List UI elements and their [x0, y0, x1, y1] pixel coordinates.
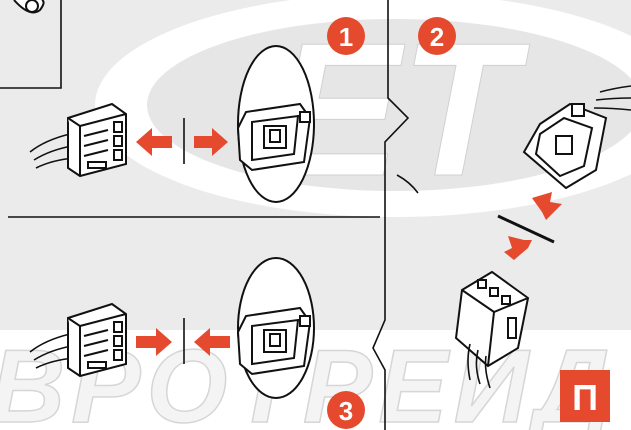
plug-connector [67, 102, 127, 178]
plug-connector-bottom [454, 270, 530, 368]
step-3-badge: 3 [327, 391, 365, 429]
panel-1 [29, 45, 315, 203]
screw-icon [13, 0, 45, 14]
break-mark [396, 174, 419, 194]
socket-connector [236, 102, 312, 172]
brand-badge-letter: П [572, 377, 598, 418]
svg-text:2: 2 [430, 22, 444, 52]
socket-wires [593, 85, 631, 111]
plug-connector [67, 302, 127, 378]
step-2-badge: 2 [418, 17, 456, 55]
svg-text:3: 3 [339, 396, 353, 426]
watermark-monogram: ET [274, 4, 531, 216]
arrow-right-inward [136, 328, 172, 356]
panel-2 [454, 85, 631, 389]
mating-line [497, 214, 555, 244]
arrow-down [532, 192, 562, 220]
panel-3 [29, 257, 315, 399]
brand-badge: П [560, 370, 610, 422]
brand-badge-box [560, 370, 610, 422]
socket-connector [236, 306, 312, 376]
socket-connector-top [522, 102, 608, 190]
detail-inset-frame [0, 0, 62, 89]
arrow-up [504, 236, 532, 260]
step-1-badge: 1 [327, 17, 365, 55]
arrow-left-inward [194, 328, 230, 356]
vertical-divider [372, 0, 410, 430]
panel-dividers [0, 0, 419, 430]
arrow-left [136, 128, 172, 156]
arrow-right [194, 128, 228, 156]
plug-wires [467, 343, 491, 389]
svg-text:1: 1 [339, 22, 353, 52]
